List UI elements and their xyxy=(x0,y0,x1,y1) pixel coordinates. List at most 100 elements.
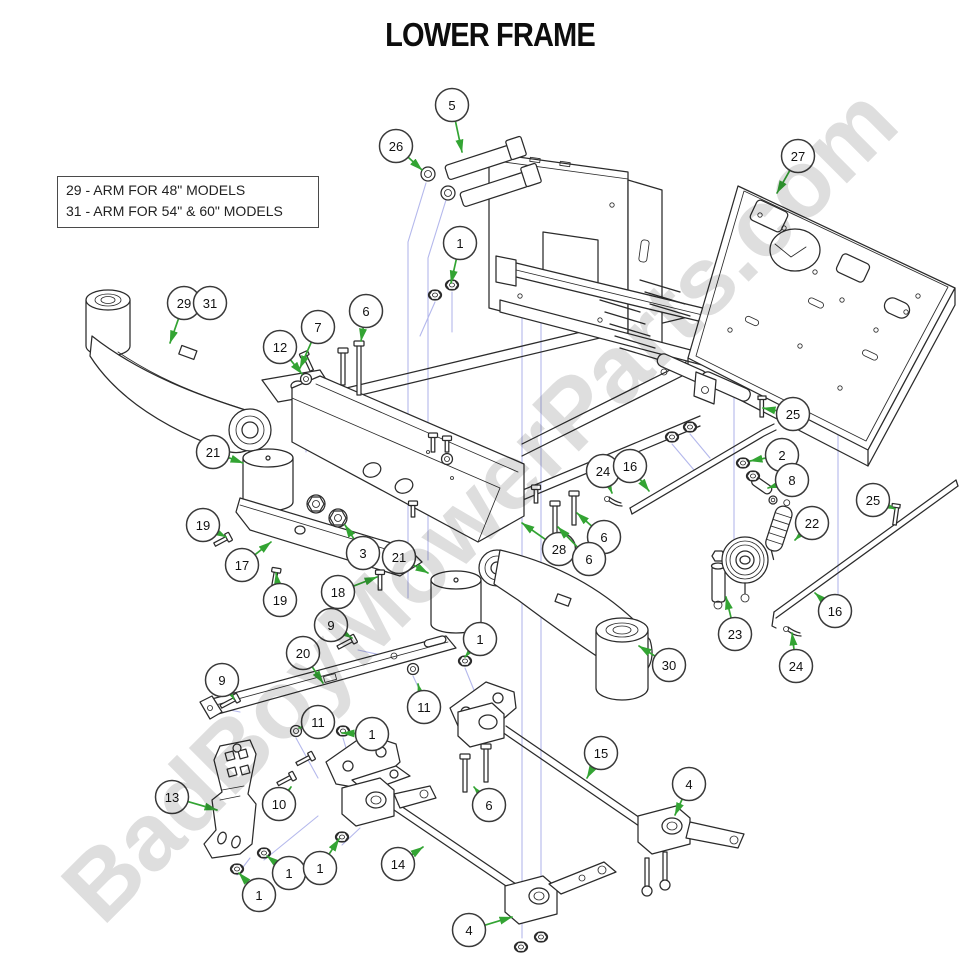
callout-number: 1 xyxy=(255,888,262,903)
callout-number: 16 xyxy=(623,459,637,474)
callout-number: 25 xyxy=(866,493,880,508)
callout-arrow xyxy=(413,563,429,574)
callout-balloon-22 xyxy=(794,505,830,541)
callout-arrow xyxy=(586,765,597,779)
callout-number: 6 xyxy=(600,530,607,545)
callout-balloon-27 xyxy=(780,138,816,174)
callout-arrow xyxy=(521,522,546,541)
callout-balloon-25 xyxy=(855,482,891,518)
callout-number: 23 xyxy=(728,627,742,642)
callout-balloon-6 xyxy=(571,541,607,577)
callout-balloon-21 xyxy=(195,434,231,470)
callout-arrow xyxy=(454,120,464,153)
callout-balloon-3 xyxy=(345,535,381,571)
callout-balloon-19 xyxy=(262,582,298,618)
arm-30-part xyxy=(478,549,653,701)
callout-arrow xyxy=(881,500,896,510)
callout-number: 21 xyxy=(392,550,406,565)
callout-arrow xyxy=(814,592,827,605)
callout-balloon-14 xyxy=(380,846,416,882)
callout-number: 4 xyxy=(465,923,472,938)
callout-number: 26 xyxy=(389,139,403,154)
callout-arrow xyxy=(417,683,426,698)
callout-balloon-24 xyxy=(778,648,814,684)
callout-balloon-11 xyxy=(300,704,336,740)
callout-arrow xyxy=(464,644,477,658)
callout-number: 1 xyxy=(285,866,292,881)
floor-pan-part xyxy=(687,185,956,467)
callout-balloon-18 xyxy=(320,574,356,610)
callout-number: 16 xyxy=(828,604,842,619)
callout-arrow xyxy=(280,786,292,800)
callout-number: 2 xyxy=(778,448,785,463)
callout-number: 20 xyxy=(296,646,310,661)
callout-arrow xyxy=(449,258,458,284)
callout-balloon-30 xyxy=(651,647,687,683)
callout-number: 11 xyxy=(311,715,325,730)
callout-balloon-1 xyxy=(354,716,390,752)
callout-balloon-16 xyxy=(817,593,853,629)
callout-arrow xyxy=(339,628,353,639)
callout-balloon-4 xyxy=(671,766,707,802)
callout-number: 5 xyxy=(448,98,455,113)
callout-number: 10 xyxy=(272,797,286,812)
washer-26-parts xyxy=(420,166,456,201)
callout-arrow xyxy=(228,454,244,464)
callout-number: 1 xyxy=(456,236,463,251)
callout-balloon-16 xyxy=(612,448,648,484)
callout-balloon-12 xyxy=(262,329,298,365)
note-line-29: 29 - ARM FOR 48" MODELS xyxy=(66,182,246,198)
callout-arrow xyxy=(410,846,424,858)
callout-arrow xyxy=(328,838,340,855)
callout-arrow xyxy=(638,478,650,492)
callout-arrow xyxy=(576,512,593,527)
callout-number: 21 xyxy=(206,445,220,460)
callout-balloon-19 xyxy=(185,507,221,543)
callout-balloon-15 xyxy=(583,735,619,771)
callout-arrow xyxy=(725,596,733,619)
callout-number: 27 xyxy=(791,149,805,164)
front-bumper-part xyxy=(261,369,525,543)
callout-number: 12 xyxy=(273,340,287,355)
note-line-31: 31 - ARM FOR 54" & 60" MODELS xyxy=(66,203,283,219)
callout-arrow xyxy=(638,645,656,657)
callout-arrow xyxy=(407,156,423,171)
callout-balloon-1 xyxy=(462,621,498,657)
callout-number: 28 xyxy=(552,542,566,557)
callout-number: 24 xyxy=(789,659,803,674)
callout-arrow xyxy=(273,572,282,586)
hanger-links xyxy=(656,353,751,405)
callout-number: 11 xyxy=(417,700,431,715)
callout-arrow xyxy=(359,326,368,342)
callout-arrow xyxy=(776,169,791,194)
callout-number: 6 xyxy=(485,798,492,813)
bolt-5-parts xyxy=(444,135,542,207)
callout-number: 13 xyxy=(165,790,179,805)
callout-balloon-7 xyxy=(300,309,336,345)
callout-number: 1 xyxy=(476,632,483,647)
deck-louvers xyxy=(599,279,691,361)
pivot-block-4-parts xyxy=(341,702,745,925)
callout-balloon-9 xyxy=(204,662,240,698)
callout-arrow xyxy=(789,632,798,650)
callout-balloon-31 xyxy=(192,285,228,321)
callout-number: 25 xyxy=(786,407,800,422)
callout-balloon-21 xyxy=(381,539,417,575)
rod-14-part xyxy=(393,803,517,891)
pin-25-parts xyxy=(757,395,901,526)
callout-balloon-6 xyxy=(471,787,507,823)
callout-number: 1 xyxy=(316,861,323,876)
callout-number: 24 xyxy=(596,464,610,479)
callout-arrow xyxy=(749,454,767,463)
spacer-21-parts xyxy=(242,448,482,634)
callout-balloon-11 xyxy=(406,689,442,725)
callout-arrow xyxy=(484,916,513,926)
idler-pulley-23-part xyxy=(710,536,769,610)
flange-nut-3-parts xyxy=(306,494,348,528)
callout-arrow xyxy=(473,786,486,800)
callout-number: 29 xyxy=(177,296,191,311)
callout-number: 4 xyxy=(685,777,692,792)
